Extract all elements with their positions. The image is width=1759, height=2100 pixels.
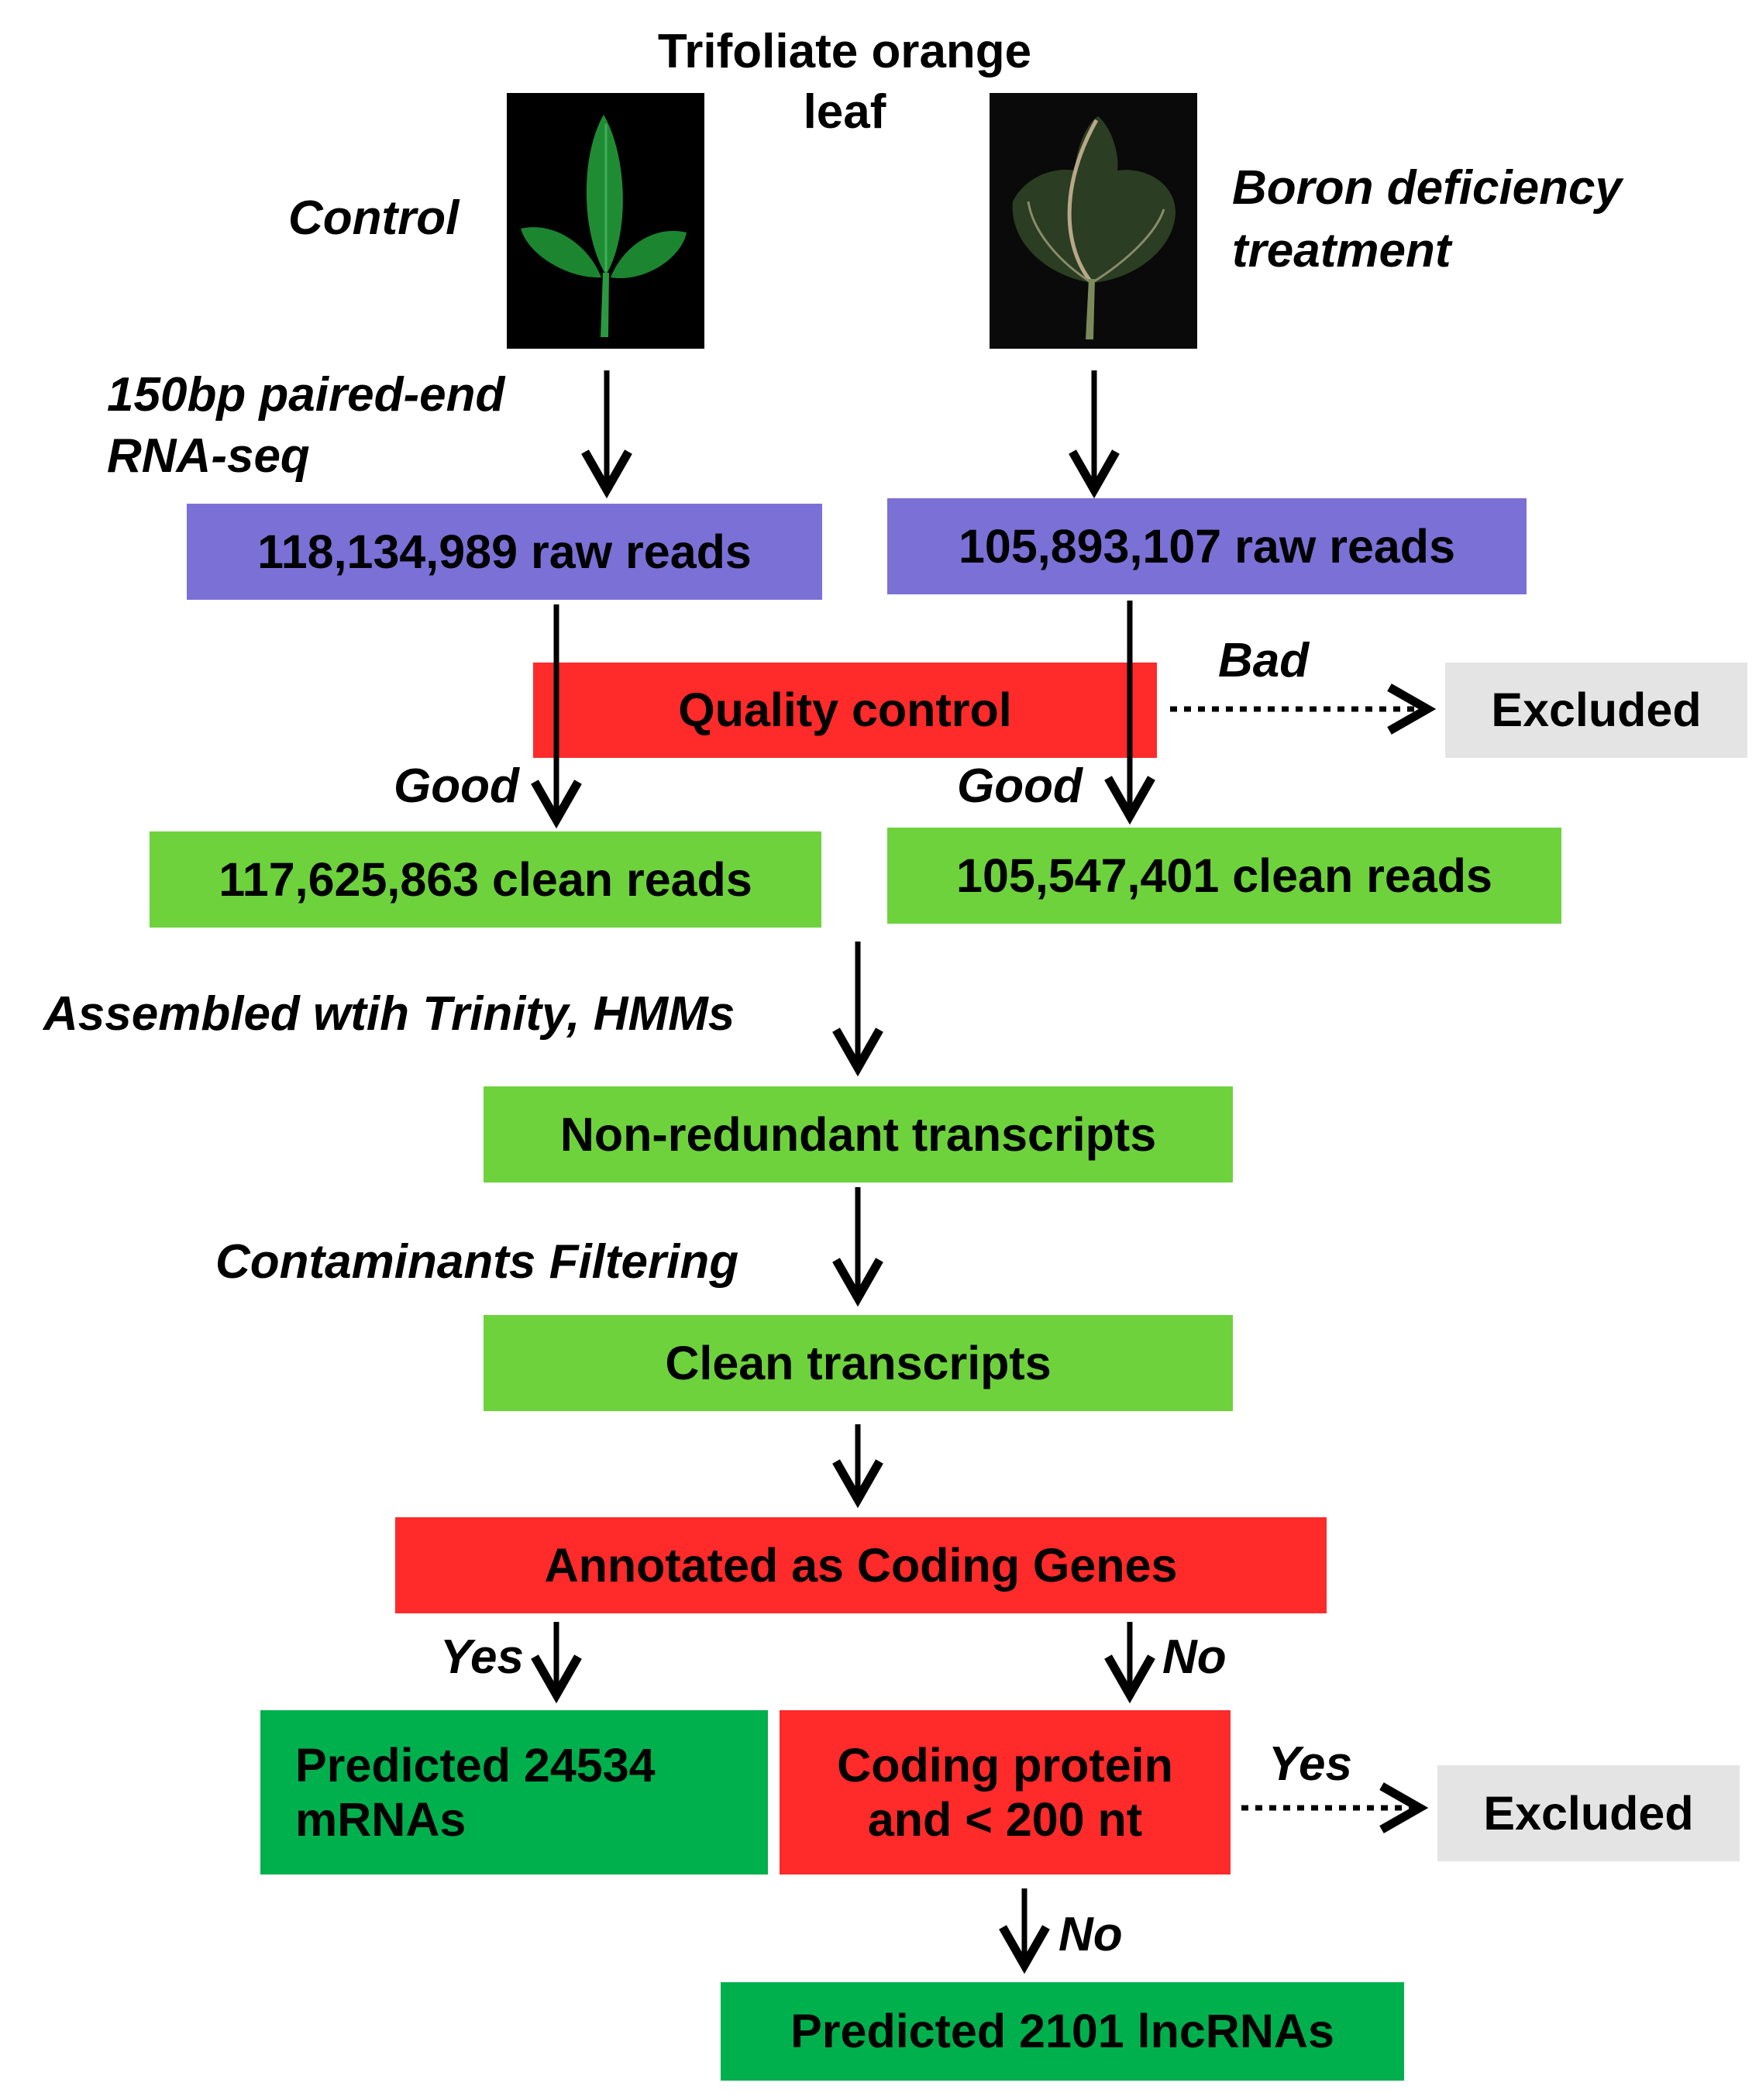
raw-reads-treatment-box: 105,893,107 raw reads xyxy=(887,498,1527,594)
sequencing-label: 150bp paired-end RNA-seq xyxy=(107,368,505,484)
predicted-mrnas-box: Predicted 24534 mRNAs xyxy=(260,1710,768,1875)
raw-reads-control-box: 118,134,989 raw reads xyxy=(187,504,822,600)
excluded-box-1: Excluded xyxy=(1445,663,1747,758)
diagram-title: Trifoliate orange leaf xyxy=(657,25,1032,139)
predicted-lncrnas-box: Predicted 2101 lncRNAs xyxy=(721,1982,1404,2081)
bad-label: Bad xyxy=(1218,634,1310,687)
yes-label-excluded: Yes xyxy=(1268,1737,1353,1791)
good-label-left: Good xyxy=(394,759,519,813)
clean-reads-treatment-box: 105,547,401 clean reads xyxy=(887,828,1561,924)
control-leaf-image xyxy=(507,93,704,349)
clean-transcripts-box: Clean transcripts xyxy=(484,1315,1233,1411)
annotated-coding-genes-box: Annotated as Coding Genes xyxy=(395,1517,1327,1613)
quality-control-box: Quality control xyxy=(533,663,1157,758)
no-label-right: No xyxy=(1162,1630,1227,1684)
boron-leaf-image xyxy=(990,93,1197,349)
treatment-label: Boron deficiency treatment xyxy=(1232,161,1622,277)
nonredundant-transcripts-box: Non-redundant transcripts xyxy=(484,1086,1233,1183)
yes-label-left: Yes xyxy=(440,1630,525,1684)
clean-reads-control-box: 117,625,863 clean reads xyxy=(150,831,821,928)
coding-protein-box: Coding protein and < 200 nt xyxy=(780,1710,1231,1875)
assembled-label: Assembled wtih Trinity, HMMs xyxy=(43,987,735,1041)
good-label-right: Good xyxy=(957,759,1083,813)
contaminants-label: Contaminants Filtering xyxy=(215,1235,739,1289)
control-label: Control xyxy=(288,191,460,245)
no-label-bottom: No xyxy=(1058,1908,1123,1961)
excluded-box-2: Excluded xyxy=(1437,1765,1740,1861)
